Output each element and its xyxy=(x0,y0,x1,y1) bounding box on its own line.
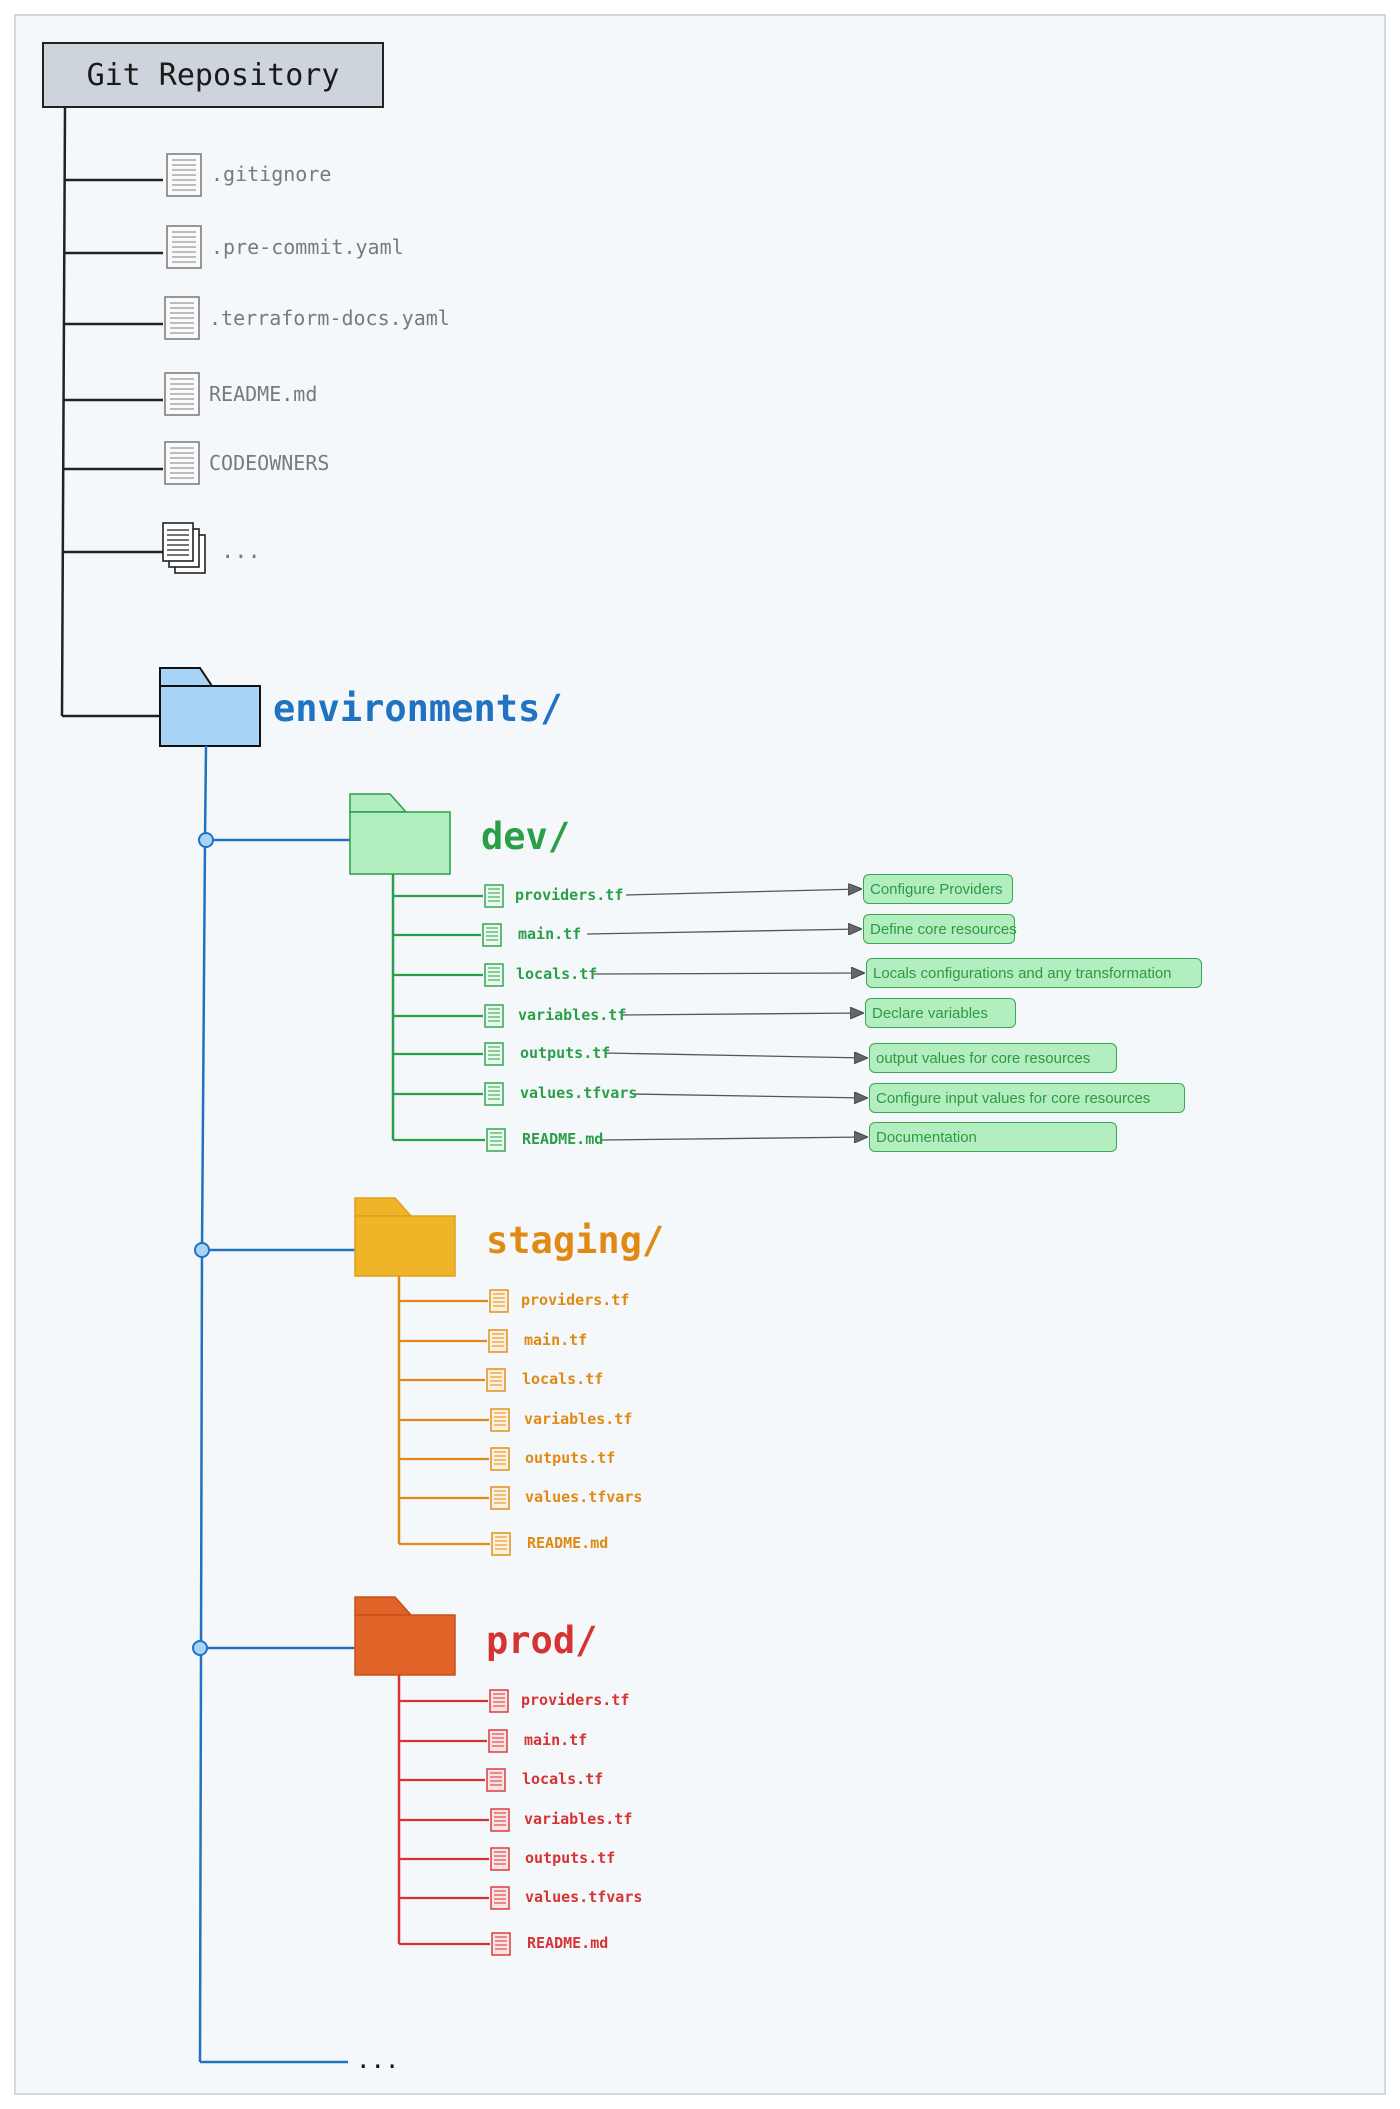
annotation-arrow xyxy=(631,1094,867,1098)
prod-file-label[interactable]: locals.tf xyxy=(522,1770,604,1788)
document-icon xyxy=(486,1128,506,1152)
staging-file-label[interactable]: outputs.tf xyxy=(525,1449,616,1467)
document-icon xyxy=(490,1486,510,1510)
root-file-gitignore[interactable]: .gitignore xyxy=(211,162,332,186)
dev-annotation-note: output values for core resources xyxy=(869,1043,1117,1073)
prod-connector-lines xyxy=(397,1675,511,1956)
annotation-arrow xyxy=(604,1053,867,1058)
prod-file-label[interactable]: outputs.tf xyxy=(525,1849,616,1867)
prod-file-label[interactable]: values.tfvars xyxy=(525,1888,643,1906)
staging-file-label[interactable]: values.tfvars xyxy=(525,1488,643,1506)
dev-folder-label[interactable]: dev/ xyxy=(481,815,571,858)
document-icon xyxy=(488,1729,508,1753)
document-icon xyxy=(484,1082,504,1106)
folder-icon xyxy=(349,793,451,875)
annotation-arrow xyxy=(625,889,861,896)
repo-title: Git Repository xyxy=(86,57,340,93)
folder-icon xyxy=(354,1197,456,1277)
dev-file-label[interactable]: values.tfvars xyxy=(520,1084,638,1102)
dev-file-label[interactable]: main.tf xyxy=(518,925,582,943)
root-file-icons xyxy=(162,153,206,574)
document-icon xyxy=(484,1004,504,1028)
document-icon xyxy=(488,1329,508,1353)
documents-stack-icon xyxy=(162,522,206,574)
document-icon xyxy=(166,153,202,197)
document-icon xyxy=(164,296,200,340)
prod-folder-label[interactable]: prod/ xyxy=(486,1619,598,1662)
prod-file-label[interactable]: providers.tf xyxy=(521,1691,630,1709)
dev-annotation-note: Documentation xyxy=(869,1122,1117,1152)
staging-file-label[interactable]: README.md xyxy=(527,1534,609,1552)
dev-file-label[interactable]: outputs.tf xyxy=(520,1044,611,1062)
staging-file-label[interactable]: providers.tf xyxy=(521,1291,630,1309)
document-icon xyxy=(166,225,202,269)
document-icon xyxy=(490,1447,510,1471)
dev-annotation-note: Declare variables xyxy=(865,998,1016,1028)
document-icon xyxy=(164,372,200,416)
annotation-arrow xyxy=(620,1013,863,1015)
document-icon xyxy=(491,1532,511,1556)
staging-file-label[interactable]: variables.tf xyxy=(524,1410,633,1428)
document-icon xyxy=(490,1808,510,1832)
annotation-arrow xyxy=(593,973,864,974)
document-icon xyxy=(484,1042,504,1066)
dev-annotation-arrows xyxy=(586,889,867,1140)
dev-file-label[interactable]: providers.tf xyxy=(515,886,624,904)
document-icon xyxy=(482,923,502,947)
prod-file-label[interactable]: variables.tf xyxy=(524,1810,633,1828)
document-icon xyxy=(489,1689,509,1713)
repo-title-box: Git Repository xyxy=(42,42,384,108)
staging-connector-lines xyxy=(397,1276,511,1556)
dev-file-label[interactable]: variables.tf xyxy=(518,1006,627,1024)
prod-file-label[interactable]: main.tf xyxy=(524,1731,588,1749)
root-file-codeowners[interactable]: CODEOWNERS xyxy=(209,451,330,475)
root-file-pre-commit[interactable]: .pre-commit.yaml xyxy=(211,235,404,259)
document-icon xyxy=(484,963,504,987)
dev-file-label[interactable]: README.md xyxy=(522,1130,604,1148)
root-file-terraform-docs[interactable]: .terraform-docs.yaml xyxy=(209,306,450,330)
annotation-arrow xyxy=(586,929,861,934)
dev-connector-lines xyxy=(391,874,506,1152)
dev-annotation-note: Configure Providers xyxy=(863,874,1013,904)
root-connector-lines xyxy=(60,107,163,718)
folder-icon xyxy=(354,1596,456,1676)
document-icon xyxy=(490,1847,510,1871)
document-icon xyxy=(484,884,504,908)
document-icon xyxy=(490,1886,510,1910)
document-icon xyxy=(489,1289,509,1313)
prod-file-label[interactable]: README.md xyxy=(527,1934,609,1952)
document-icon xyxy=(164,441,200,485)
document-icon xyxy=(486,1368,506,1392)
root-more-ellipsis: ... xyxy=(221,539,261,564)
document-icon xyxy=(491,1932,511,1956)
staging-file-label[interactable]: locals.tf xyxy=(522,1370,604,1388)
dev-file-label[interactable]: locals.tf xyxy=(516,965,598,983)
document-icon xyxy=(490,1408,510,1432)
env-connector-lines xyxy=(198,745,355,2064)
staging-file-label[interactable]: main.tf xyxy=(524,1331,588,1349)
folder-icon xyxy=(159,667,261,747)
annotation-arrow xyxy=(601,1137,867,1140)
dev-annotation-note: Locals configurations and any transforma… xyxy=(866,958,1202,988)
environments-more-ellipsis: ... xyxy=(356,2046,400,2074)
dev-annotation-note: Configure input values for core resource… xyxy=(869,1083,1185,1113)
document-icon xyxy=(486,1768,506,1792)
root-file-readme[interactable]: README.md xyxy=(209,382,318,406)
staging-folder-label[interactable]: staging/ xyxy=(486,1219,665,1262)
dev-annotation-note: Define core resources xyxy=(863,914,1017,944)
environments-folder-label[interactable]: environments/ xyxy=(273,687,563,730)
